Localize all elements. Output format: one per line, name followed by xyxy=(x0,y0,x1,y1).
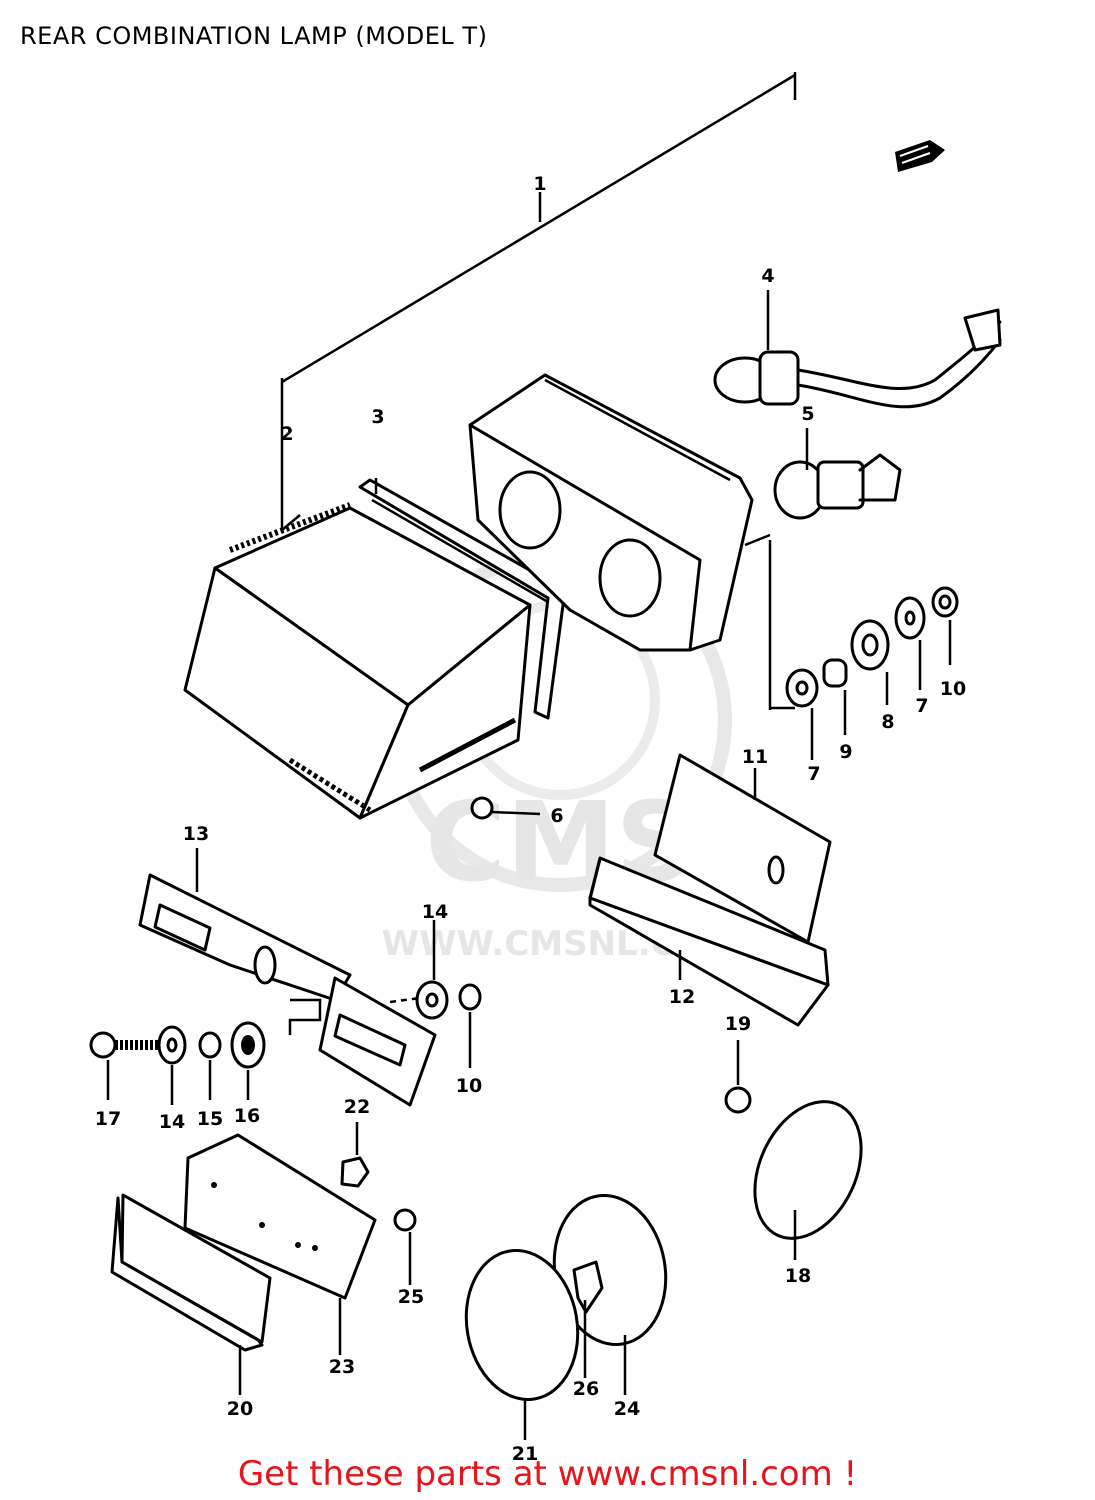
callout-10a: 10 xyxy=(940,678,966,700)
part-screw xyxy=(393,1208,417,1285)
callout-6: 6 xyxy=(550,805,563,827)
callout-5: 5 xyxy=(801,403,814,425)
part-housing xyxy=(468,373,771,652)
part-nut-22 xyxy=(340,1122,370,1188)
callout-2: 2 xyxy=(280,423,293,445)
callout-14a: 14 xyxy=(159,1111,185,1133)
callout-25: 25 xyxy=(398,1286,424,1308)
callout-20: 20 xyxy=(227,1398,253,1420)
part-socket xyxy=(713,290,1002,409)
part-nut-19 xyxy=(724,1040,752,1114)
callout-4: 4 xyxy=(761,265,774,287)
part-hardware-right xyxy=(785,586,959,760)
callout-15: 15 xyxy=(197,1108,223,1130)
callout-8: 8 xyxy=(881,711,894,733)
direction-arrow-icon xyxy=(895,140,945,172)
callout-18: 18 xyxy=(785,1265,811,1287)
footer-link[interactable]: Get these parts at www.cmsnl.com ! xyxy=(237,1454,858,1494)
callout-21: 21 xyxy=(512,1443,538,1465)
part-lens-21 xyxy=(464,1249,580,1440)
callout-9: 9 xyxy=(839,741,852,763)
callout-10b: 10 xyxy=(456,1075,482,1097)
callout-12: 12 xyxy=(669,986,695,1008)
part-reflector xyxy=(110,1193,272,1395)
part-hardware-center xyxy=(389,920,482,1068)
part-plate-holder xyxy=(183,1133,377,1355)
part-gasket xyxy=(358,478,567,720)
callout-19: 19 xyxy=(725,1013,751,1035)
callout-labels: 1 2 3 4 5 6 7 9 8 7 10 11 12 13 14 10 17… xyxy=(95,173,966,1465)
part-lamp-housing xyxy=(552,1194,668,1395)
callout-7a: 7 xyxy=(807,763,820,785)
callout-14b: 14 xyxy=(422,901,448,923)
callout-3: 3 xyxy=(371,406,384,428)
part-round-lens xyxy=(753,1100,863,1260)
callout-22: 22 xyxy=(344,1096,370,1118)
callout-7b: 7 xyxy=(915,695,928,717)
part-bulb xyxy=(773,428,902,520)
callout-24: 24 xyxy=(614,1398,640,1420)
part-hardware-left xyxy=(89,1021,266,1105)
callout-16: 16 xyxy=(234,1105,260,1127)
part-nut xyxy=(470,796,541,820)
callout-11: 11 xyxy=(742,746,768,768)
callout-23: 23 xyxy=(329,1356,355,1378)
assembly-bracket xyxy=(280,72,797,710)
callout-1: 1 xyxy=(533,173,546,195)
callout-13: 13 xyxy=(183,823,209,845)
part-bracket xyxy=(138,848,437,1107)
callout-26: 26 xyxy=(573,1378,599,1400)
part-cushion-bar xyxy=(588,856,830,1027)
page-title: REAR COMBINATION LAMP (MODEL T) xyxy=(20,22,488,50)
callout-17: 17 xyxy=(95,1108,121,1130)
part-lens xyxy=(183,502,532,820)
